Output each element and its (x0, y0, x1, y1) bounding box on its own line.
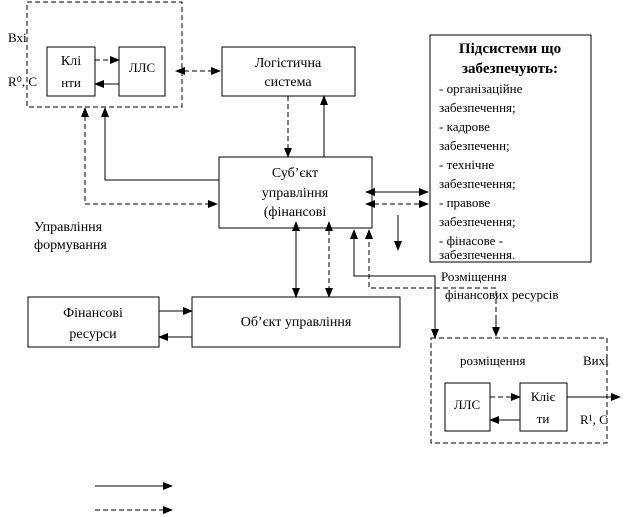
label: забезпечення; (439, 214, 516, 229)
label: ЛЛС (454, 397, 480, 412)
label: (фінансові (264, 205, 327, 220)
label: забезпечення; (439, 100, 516, 115)
label: Клі (61, 54, 81, 69)
label: ти (537, 411, 550, 426)
connector-arrow (84, 108, 218, 208)
label: ЛЛС (129, 60, 155, 75)
top-client-group: Вхі R⁰, C Клі нти ЛЛС (8, 1, 183, 108)
clients-box-bottom (519, 382, 568, 432)
label: Об’єкт управління (241, 315, 352, 330)
label: забезпечують: (462, 61, 558, 77)
label: - кадрове (439, 119, 490, 134)
label: управління (262, 186, 329, 201)
label: система (264, 75, 312, 90)
input-label: Вхі (8, 30, 27, 45)
subsystems-box (429, 34, 592, 263)
label: забезпеченн; (439, 138, 510, 153)
logistics-system-box (221, 46, 356, 97)
label: розміщення (460, 353, 525, 368)
management-object-box (191, 296, 401, 348)
lls-box-top (118, 46, 166, 97)
financial-resources-box (27, 296, 160, 348)
label: - правове (439, 195, 490, 210)
connector-arrow (365, 229, 497, 336)
label: - організаційне (439, 81, 523, 96)
input-value: R⁰, C (8, 74, 37, 89)
bottom-client-group: розміщення Вихі R¹, C ЛЛС Кліє ти (430, 337, 621, 444)
label: Суб’єкт (272, 166, 318, 181)
connector-arrow (101, 107, 219, 181)
label: Підсистеми що (459, 41, 561, 57)
label: Фінансові (63, 306, 123, 321)
label: забезпечення. (439, 247, 515, 262)
label: Вихі (583, 353, 609, 368)
connector-arrow (350, 229, 436, 338)
clients-box-top (46, 46, 96, 97)
lls-box-bottom (444, 382, 491, 432)
label: формування (34, 238, 107, 253)
box (430, 337, 608, 444)
label: забезпечення; (439, 176, 516, 191)
label: нти (61, 75, 81, 90)
label: Логістична (255, 56, 322, 71)
label: - фінасове - (439, 233, 503, 248)
label: фінансових ресурсів (445, 287, 559, 302)
formation-label: Управління (34, 220, 103, 235)
placement-label: Розміщення (441, 269, 507, 284)
label: Кліє (531, 389, 556, 404)
label: R¹, C (580, 412, 608, 427)
label: - технічне (439, 157, 494, 172)
label: ресурси (69, 327, 117, 342)
